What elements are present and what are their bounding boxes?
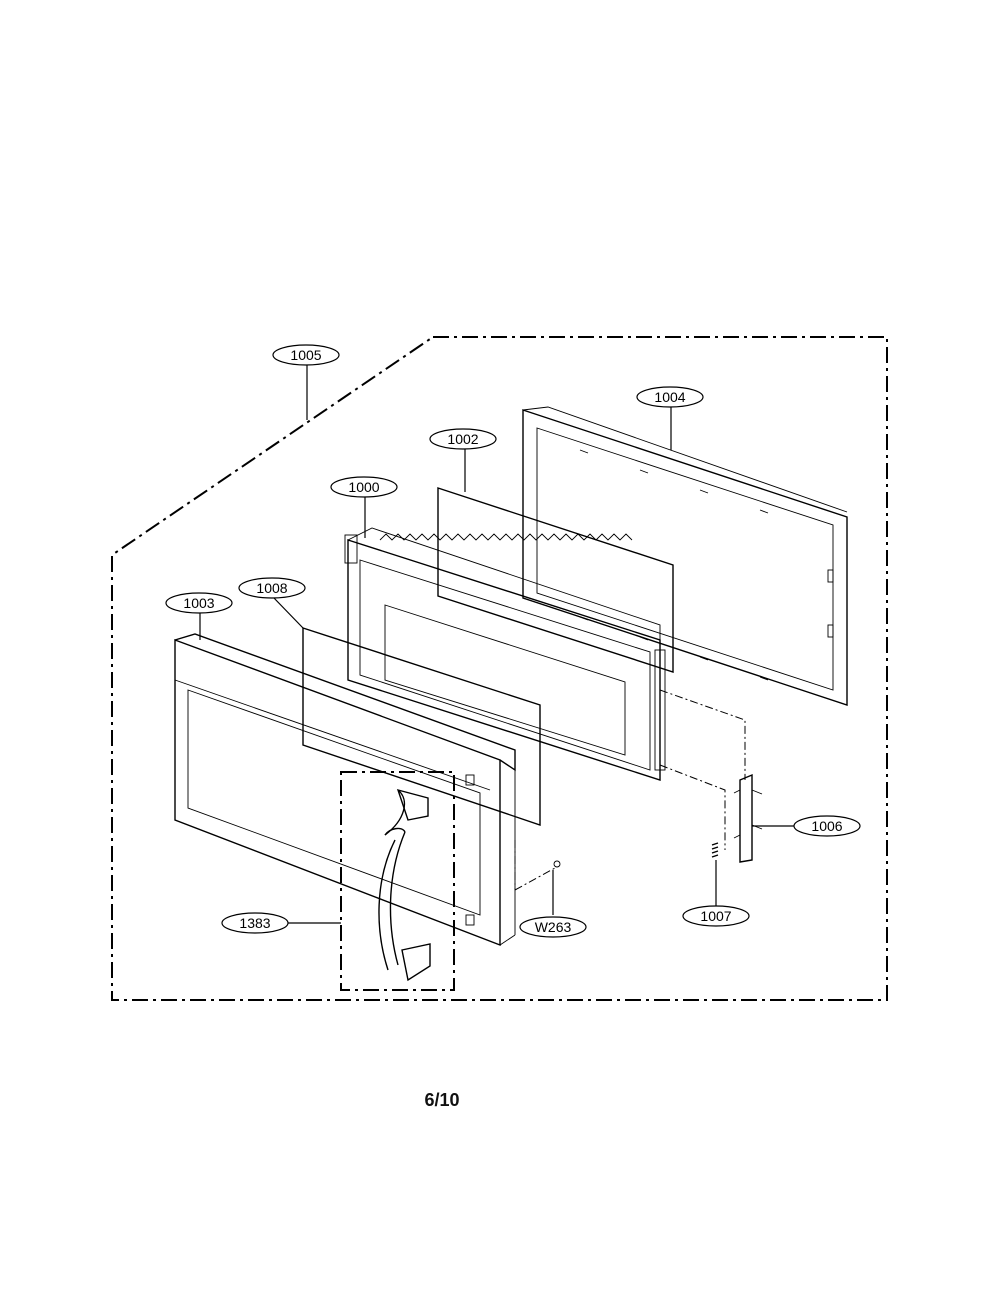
part-1006-latch	[733, 773, 763, 863]
part-1007-spring	[711, 842, 719, 858]
assembly-guide-lines	[514, 689, 746, 891]
part-1002-glass	[437, 487, 674, 673]
callout-1005: 1005	[272, 344, 340, 366]
callout-1383-text: 1383	[239, 915, 270, 931]
callout-1000-text: 1000	[348, 479, 379, 495]
part-1383-handle	[340, 771, 455, 991]
callout-1006-text: 1006	[811, 818, 842, 834]
leader-lines	[199, 365, 795, 924]
callout-1006: 1006	[793, 815, 861, 837]
callout-1008-text: 1008	[256, 580, 287, 596]
callout-W263-text: W263	[535, 919, 572, 935]
callout-1003: 1003	[165, 592, 233, 614]
callout-W263: W263	[519, 916, 587, 938]
callout-1002-text: 1002	[447, 431, 478, 447]
part-1004-frame	[522, 406, 848, 706]
part-1008-film	[302, 627, 541, 826]
callout-1003-text: 1003	[183, 595, 214, 611]
callout-1007-text: 1007	[700, 908, 731, 924]
assembly-boundary	[111, 336, 888, 1001]
part-1003-outer-frame	[174, 633, 516, 947]
callout-1008: 1008	[238, 577, 306, 599]
callout-1005-text: 1005	[290, 347, 321, 363]
page-number: 6/10	[424, 1090, 460, 1110]
callout-1007: 1007	[682, 905, 750, 927]
callout-1002: 1002	[429, 428, 497, 450]
callout-1004: 1004	[636, 386, 704, 408]
callout-1383: 1383	[221, 912, 289, 934]
callout-1000: 1000	[330, 476, 398, 498]
callout-1004-text: 1004	[654, 389, 685, 405]
